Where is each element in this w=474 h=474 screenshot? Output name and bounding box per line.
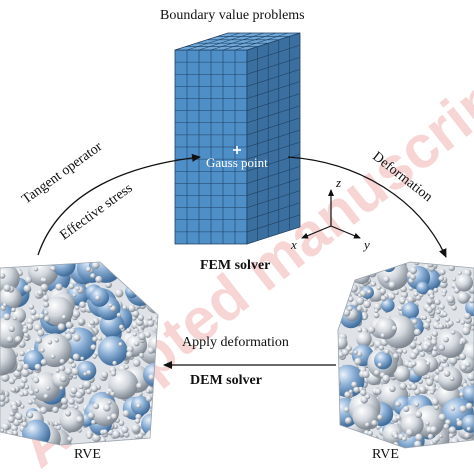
gauss-point-label: Gauss point — [206, 155, 268, 170]
dem-solver-label: DEM solver — [190, 373, 262, 388]
rve-left-label: RVE — [74, 447, 101, 462]
axis-x-line — [301, 225, 332, 239]
fem-solver-label: FEM solver — [200, 258, 271, 273]
arrow-left-curve — [37, 153, 201, 256]
rve-left-particle-assembly — [0, 261, 159, 446]
fem-mesh-block — [174, 32, 301, 245]
arrow-right-curve — [287, 156, 447, 258]
axis-z-label: z — [336, 175, 342, 190]
axis-y-label: y — [364, 237, 370, 252]
gauss-point-marker — [233, 146, 241, 154]
rve-right-particle-assembly — [337, 261, 474, 449]
figure-title: Boundary value problems — [160, 8, 305, 23]
axis-y-line — [330, 225, 361, 239]
axis-triad — [301, 189, 361, 239]
arrow-label-apply-deformation: Apply deformation — [182, 335, 289, 350]
axis-x-label: x — [291, 237, 297, 252]
rve-right-label: RVE — [372, 447, 399, 462]
